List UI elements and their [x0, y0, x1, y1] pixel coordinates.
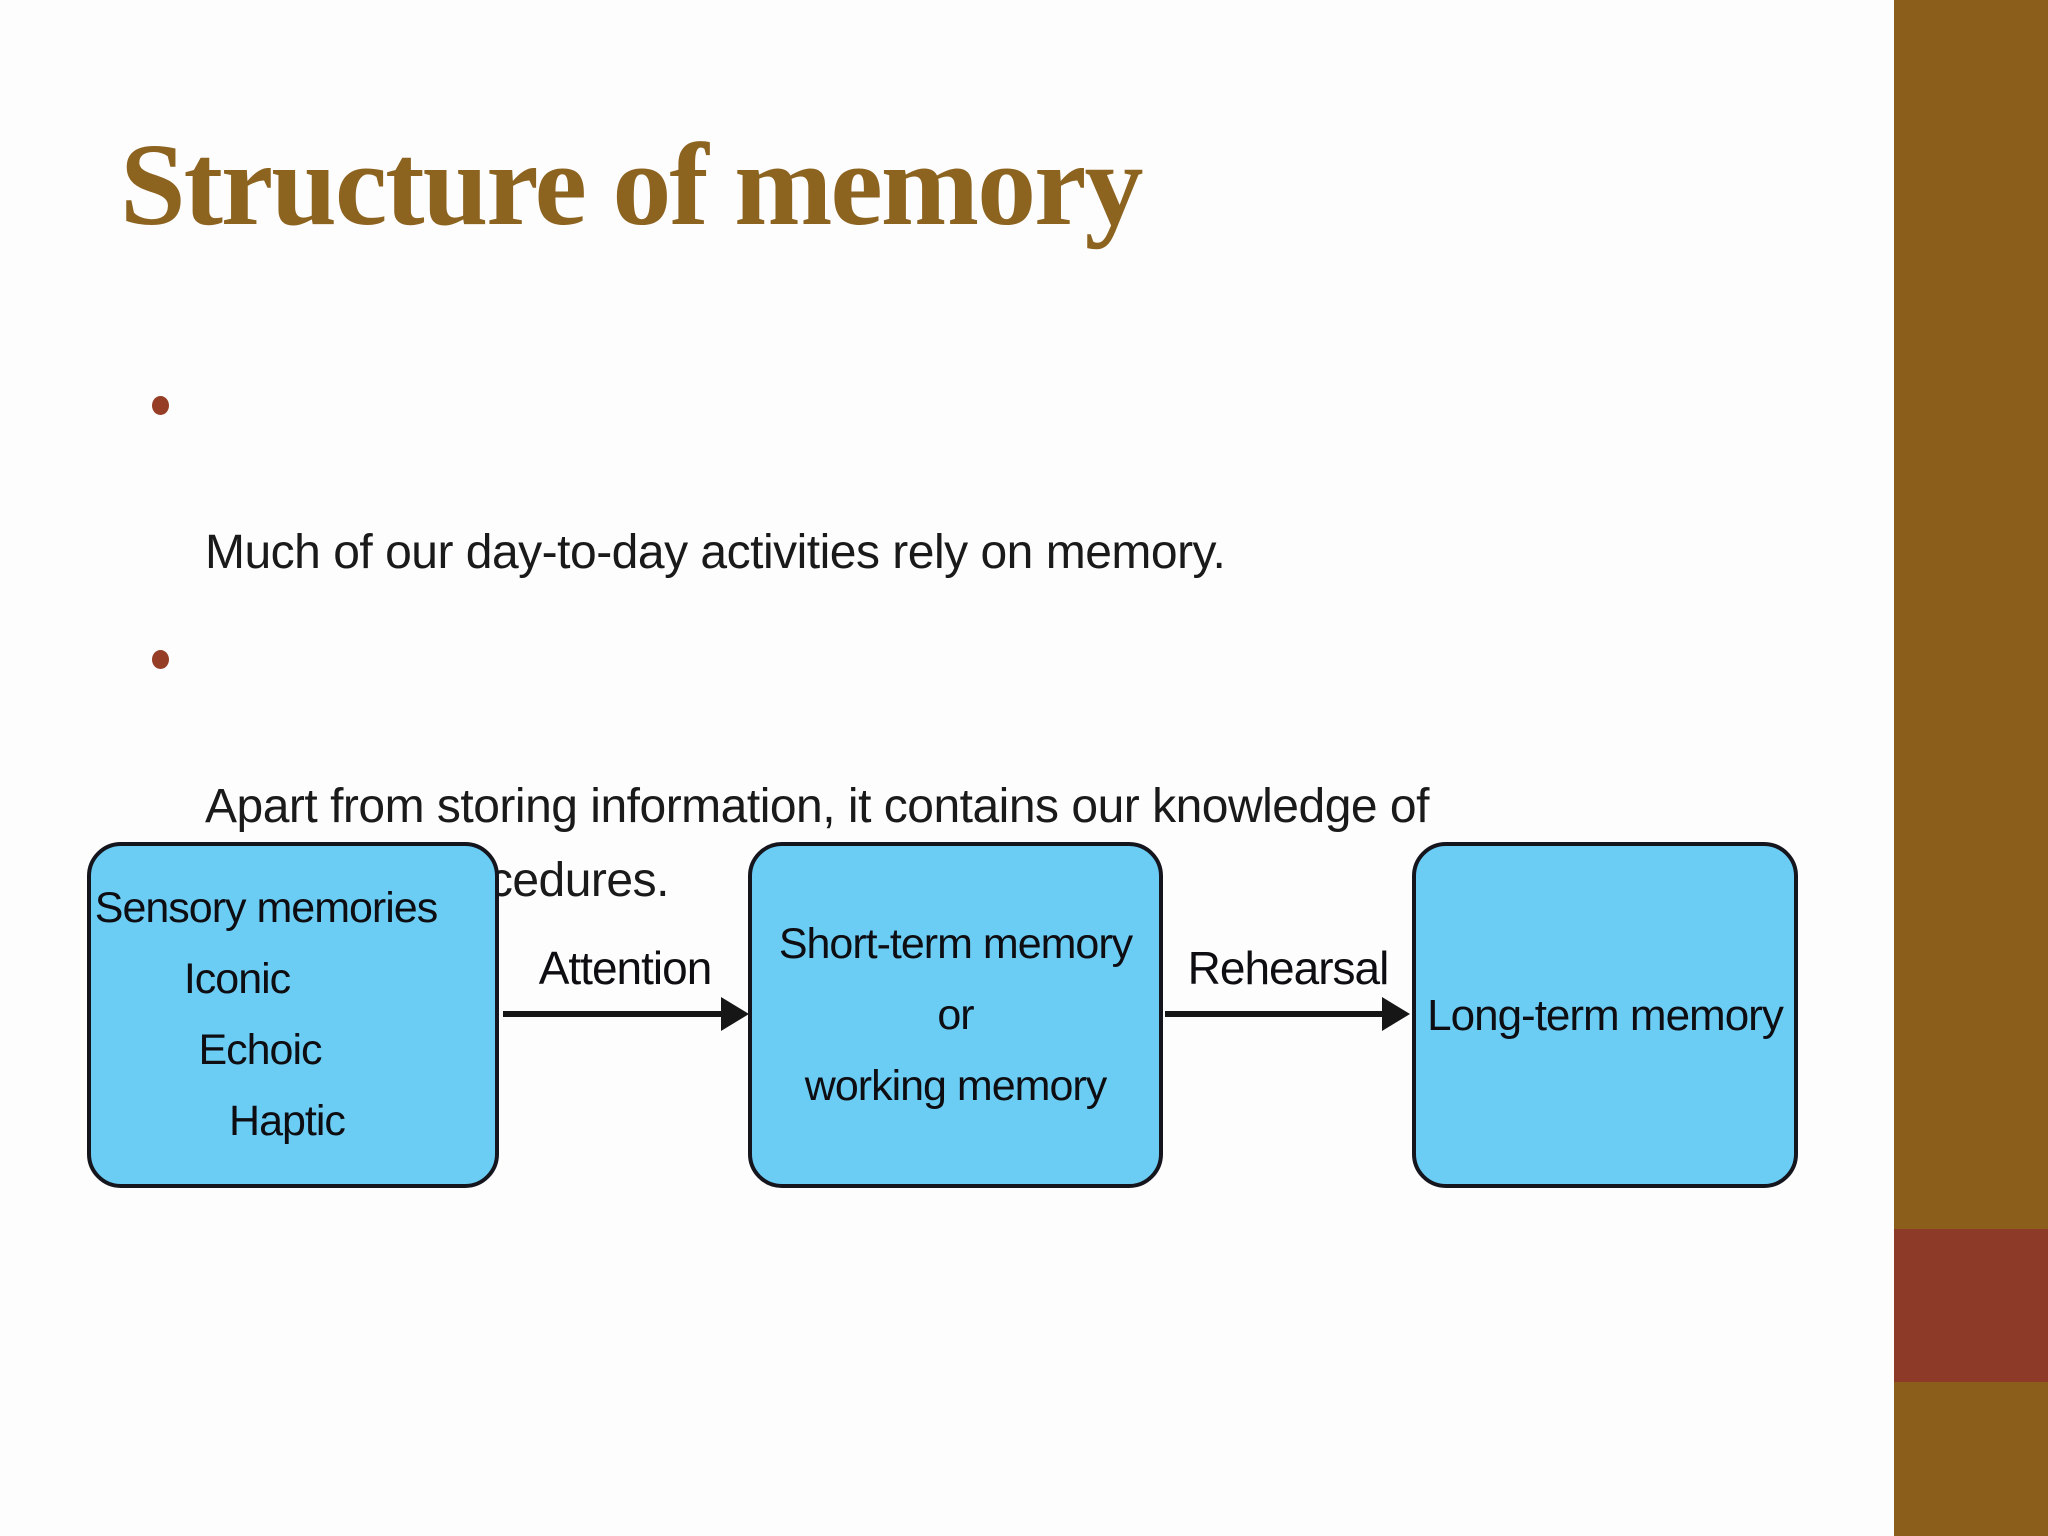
box-line: Sensory memories	[94, 884, 438, 932]
bullet-list: Much of our day-to-day activities rely o…	[150, 368, 1550, 950]
box-sensory-memories: Sensory memories Iconic Echoic Haptic	[87, 842, 499, 1188]
rehearsal-arrow-line	[1165, 1011, 1384, 1017]
box-line: Haptic	[229, 1097, 346, 1145]
slide-title: Structure of memory	[120, 119, 1143, 250]
box-long-term-memory: Long-term memory	[1412, 842, 1798, 1188]
sidebar-accent-square	[1894, 1229, 2048, 1382]
box-short-term-memory: Short-term memory or working memory	[748, 842, 1163, 1188]
bullet-marker-icon	[152, 396, 169, 415]
box-line: Echoic	[198, 1026, 322, 1074]
box-line: Iconic	[183, 955, 291, 1003]
bullet-item: Much of our day-to-day activities rely o…	[150, 368, 1550, 590]
box-line: working memory	[804, 1061, 1107, 1110]
arrow-label-attention: Attention	[538, 942, 713, 994]
arrow-label-rehearsal: Rehearsal	[1187, 942, 1390, 994]
box-line: or	[937, 990, 974, 1039]
sidebar-accent-bar	[1894, 0, 2048, 1536]
box-line: Long-term memory	[1427, 990, 1784, 1040]
arrowhead-right-icon	[721, 997, 749, 1031]
arrowhead-right-icon	[1382, 997, 1410, 1031]
bullet-marker-icon	[152, 650, 169, 669]
bullet-text: Much of our day-to-day activities rely o…	[205, 526, 1226, 579]
box-line: Short-term memory	[778, 919, 1133, 968]
attention-arrow-line	[503, 1011, 723, 1017]
